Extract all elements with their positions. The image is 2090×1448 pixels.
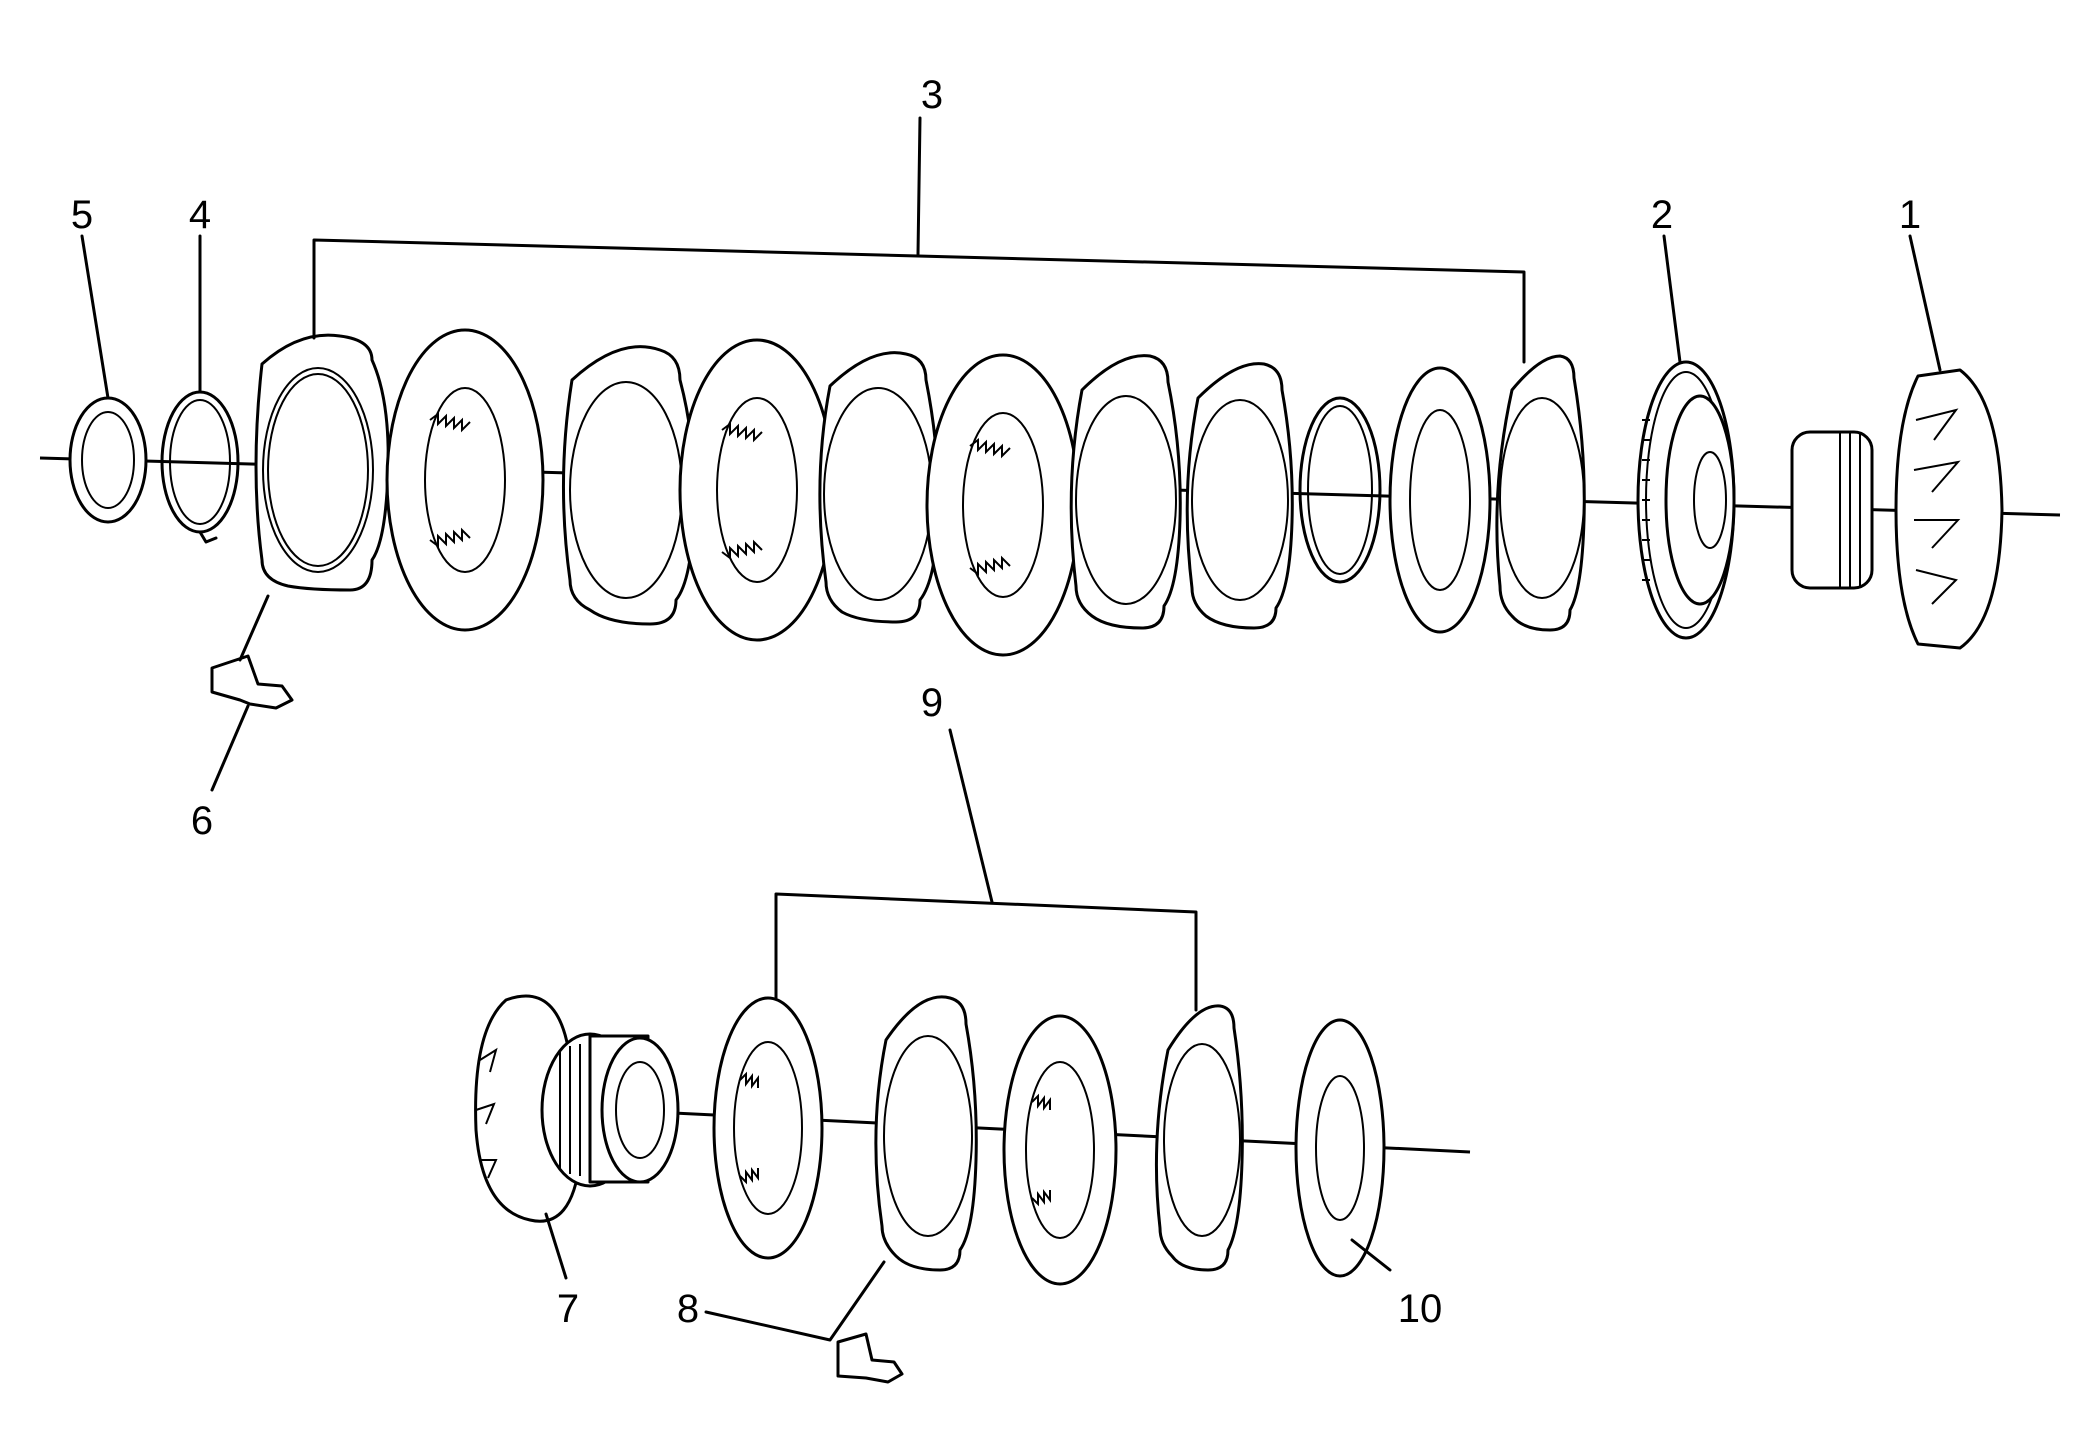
leader-lines xyxy=(80,116,1942,1342)
part-5-thrust-washer xyxy=(68,396,148,524)
part-9-plate-set xyxy=(712,995,1244,1286)
leader-1 xyxy=(1908,234,1942,372)
leader-5 xyxy=(80,234,110,400)
callout-numbers: 1 2 3 4 5 6 7 8 9 10 xyxy=(71,73,1921,1331)
leader-7 xyxy=(544,1212,568,1280)
lower-assembly xyxy=(474,994,1471,1384)
leader-10 xyxy=(1350,1238,1392,1272)
leader-3 xyxy=(916,116,922,256)
callout-1: 1 xyxy=(1899,193,1921,237)
callout-2: 2 xyxy=(1651,193,1673,237)
callout-4: 4 xyxy=(189,193,211,237)
part-1-gear-assembly xyxy=(1790,368,2004,650)
callout-5: 5 xyxy=(71,193,93,237)
callout-9: 9 xyxy=(921,681,943,725)
callout-3: 3 xyxy=(921,73,943,117)
part-7-sprocket-hub xyxy=(474,994,680,1223)
callout-8: 8 xyxy=(677,1287,699,1331)
part-2-gear-hub xyxy=(1636,360,1736,640)
part-3-clutch-pack xyxy=(254,328,1586,657)
part-6-clip xyxy=(210,654,294,710)
leader-3-bracket xyxy=(312,238,1526,364)
leader-9 xyxy=(948,728,994,904)
callout-7: 7 xyxy=(557,1287,579,1331)
leader-8 xyxy=(704,1260,886,1342)
part-10-thrust-washer xyxy=(1294,1018,1386,1278)
callout-10: 10 xyxy=(1398,1287,1443,1331)
callout-6: 6 xyxy=(191,799,213,843)
leader-2 xyxy=(1662,234,1682,364)
part-8-clip xyxy=(836,1332,904,1384)
part-4-snap-ring xyxy=(160,390,240,544)
leader-6 xyxy=(210,704,250,792)
leader-9-bracket xyxy=(774,892,1198,1012)
upper-assembly xyxy=(39,328,2061,710)
